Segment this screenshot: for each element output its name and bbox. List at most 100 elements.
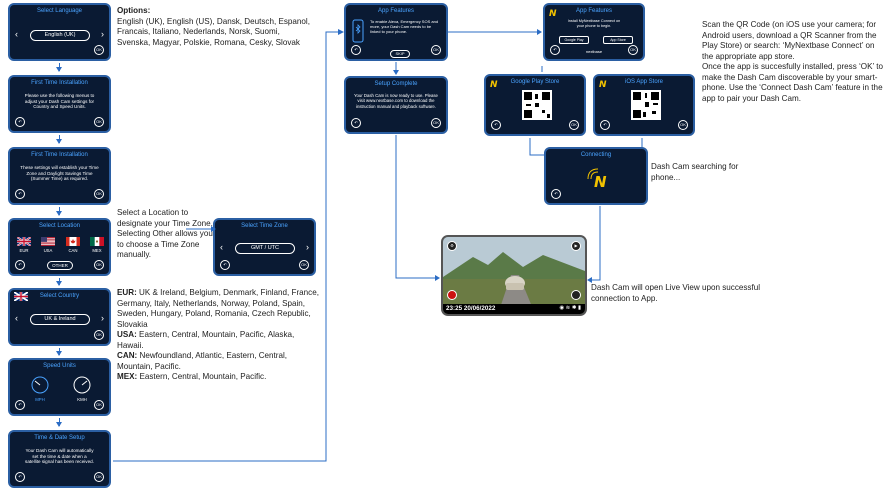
screen-text: To enable Alexa, Emergency SOS and more,… [370, 19, 439, 34]
setup-complete-screen: Setup Complete Your Dash Cam is now read… [344, 76, 448, 134]
back-button[interactable]: ↶ [351, 118, 361, 128]
chevron-right-icon[interactable]: › [306, 242, 309, 252]
back-button[interactable]: ↶ [491, 120, 501, 130]
back-button[interactable]: ↶ [15, 260, 25, 270]
flow-arrow [56, 207, 62, 216]
flag-usa-icon[interactable] [41, 237, 55, 246]
live-view-screen: ⚙ ▶ 23:25 20/06/2022 ◉ ≋ ✱ ▮ [441, 235, 587, 316]
region-label: MEX: [117, 372, 138, 381]
flow-arrow [56, 135, 62, 144]
app-features-install-screen: N App Features Install MyNextbase Connec… [543, 3, 645, 61]
flag-label: CAN [68, 248, 78, 253]
screen-title: First Time Installation [31, 80, 88, 86]
language-value[interactable]: English (UK) [30, 30, 90, 41]
ok-button[interactable]: OK [431, 45, 441, 55]
kmh-label: KMH [77, 397, 87, 402]
ok-button[interactable]: OK [94, 472, 104, 482]
brand-text: nextbase [585, 49, 603, 54]
skip-button[interactable]: SKIP [390, 50, 410, 58]
back-button[interactable]: ↶ [550, 45, 560, 55]
ok-button[interactable]: OK [94, 330, 104, 340]
screen-title: Select Country [39, 293, 80, 299]
chevron-left-icon[interactable]: ‹ [220, 242, 223, 252]
region-label: CAN: [117, 351, 138, 360]
screen-title: First Time Installation [31, 152, 88, 158]
status-bar: 23:25 20/06/2022 ◉ ≋ ✱ ▮ [443, 304, 585, 314]
region-text: Eastern, Central, Mountain, Pacific. [139, 372, 267, 381]
ok-button[interactable]: OK [431, 118, 441, 128]
play-icon[interactable]: ▶ [571, 241, 581, 251]
speed-units-screen: Speed Units MPH KMH ↶ OK [8, 358, 111, 416]
first-time-install-screen: First Time Installation Please use the f… [8, 75, 111, 133]
ok-button[interactable]: OK [94, 117, 104, 127]
qr-code-icon [631, 90, 661, 120]
flag-label: EUR [19, 248, 29, 253]
screen-text: Please use the following menus to adjust… [24, 93, 95, 110]
back-button[interactable]: ↶ [220, 260, 230, 270]
ok-button[interactable]: OK [94, 260, 104, 270]
phone-bluetooth-icon [352, 19, 364, 43]
ok-button[interactable]: OK [628, 45, 638, 55]
chevron-right-icon[interactable]: › [101, 313, 104, 323]
nextbase-logo-icon: N [490, 80, 498, 90]
protect-icon[interactable] [571, 290, 581, 300]
flow-arrow [56, 278, 62, 286]
options-body: English (UK), English (US), Dansk, Deuts… [117, 16, 310, 47]
screen-title: App Features [575, 8, 613, 14]
first-time-install-screen-2: First Time Installation These settings w… [8, 147, 111, 205]
screen-title: App Features [377, 8, 415, 14]
back-button[interactable]: ↶ [551, 189, 561, 199]
options-label: Options: [117, 6, 151, 15]
screen-title: Google Play Store [510, 79, 560, 85]
back-button[interactable]: ↶ [600, 120, 610, 130]
country-value[interactable]: UK & Ireland [30, 314, 90, 325]
ok-button[interactable]: OK [299, 260, 309, 270]
screen-title: Time & Date Setup [34, 435, 85, 441]
other-button[interactable]: OTHER [47, 261, 73, 270]
select-time-zone-screen: Select Time Zone ‹ GMT / UTC › ↶ OK [213, 218, 316, 276]
qr-code-icon [522, 90, 552, 120]
ios-app-store-screen: N iOS App Store ↶ OK [593, 74, 695, 136]
record-icon[interactable] [447, 290, 457, 300]
app-store-button[interactable]: App Store [603, 36, 633, 44]
timestamp: 23:25 20/06/2022 [446, 305, 496, 312]
google-play-store-screen: N Google Play Store ↶ OK [484, 74, 586, 136]
region-label: EUR: [117, 288, 137, 297]
ok-button[interactable]: OK [94, 400, 104, 410]
google-play-button[interactable]: Google Play [559, 36, 589, 44]
chevron-right-icon[interactable]: › [101, 29, 104, 39]
flag-can-icon[interactable] [66, 237, 80, 246]
screen-title: Speed Units [43, 363, 76, 369]
chevron-left-icon[interactable]: ‹ [15, 313, 18, 323]
flow-arrow [186, 226, 216, 232]
screen-title: Select Location [38, 223, 81, 229]
ok-button[interactable]: OK [678, 120, 688, 130]
ok-button[interactable]: OK [94, 45, 104, 55]
screen-text: Install MyNextbase Connect on your phone… [567, 19, 621, 28]
select-location-screen: Select Location EUR USA CAN MEX OTHER ↶ … [8, 218, 111, 276]
ok-button[interactable]: OK [569, 120, 579, 130]
back-button[interactable]: ↶ [15, 189, 25, 199]
speedometer-mph-icon[interactable] [30, 375, 50, 395]
nextbase-logo-icon: N [549, 9, 557, 19]
back-button[interactable]: ↶ [15, 400, 25, 410]
flag-mex-icon[interactable] [90, 237, 104, 246]
region-label: USA: [117, 330, 137, 339]
location-note: Select a Location to designate your Time… [117, 208, 213, 259]
chevron-left-icon[interactable]: ‹ [15, 29, 18, 39]
settings-icon[interactable]: ⚙ [447, 241, 457, 251]
svg-text:N: N [594, 173, 607, 189]
live-view-image [443, 237, 585, 314]
flow-arrow [56, 418, 62, 427]
time-zone-value[interactable]: GMT / UTC [235, 243, 295, 254]
back-button[interactable]: ↶ [15, 472, 25, 482]
screen-text: These settings will establish your Time … [20, 165, 99, 182]
speedometer-kmh-icon[interactable] [72, 375, 92, 395]
flag-eur-icon[interactable] [17, 237, 31, 246]
status-icons: ◉ ≋ ✱ ▮ [559, 305, 581, 311]
back-button[interactable]: ↶ [15, 117, 25, 127]
select-country-screen: Select Country ‹ UK & Ireland › OK [8, 288, 111, 346]
back-button[interactable]: ↶ [351, 45, 361, 55]
ok-button[interactable]: OK [94, 189, 104, 199]
